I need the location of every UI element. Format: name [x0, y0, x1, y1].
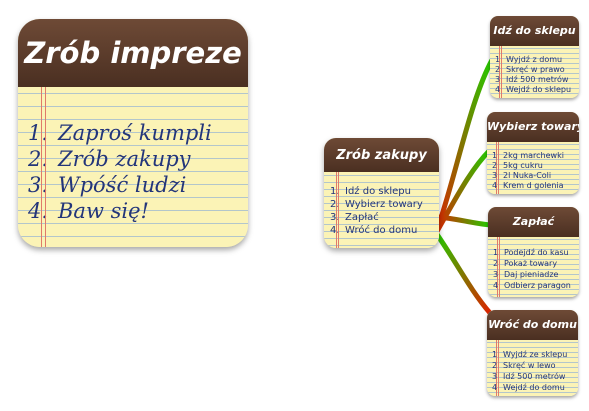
main-task-title: Zrób impreze	[18, 19, 248, 87]
list-item-text: Zaproś kumpli	[58, 121, 212, 145]
list-item: 3.Idź 500 metrów	[492, 372, 566, 381]
list-item: 4.Wejdź do domu	[492, 383, 565, 392]
connector-to-go-to-store	[433, 58, 495, 234]
list-item: 3.Wpóść ludzi	[28, 173, 187, 197]
list-item: 2.Skręć w prawo	[495, 65, 565, 74]
list-item: 4.Baw się!	[28, 199, 149, 223]
list-item: 3.Daj pieniadze	[493, 270, 559, 279]
shopping-task-title: Zrób zakupy	[324, 138, 439, 172]
list-item: 2.Skręć w lewo	[492, 361, 556, 370]
subtask-title: Wybierz towary	[487, 112, 579, 142]
list-item-text: Zapłać	[345, 212, 379, 223]
list-item: 2.Zrób zakupy	[28, 147, 191, 171]
list-item: 2.Pokaż towary	[493, 259, 558, 268]
subtask-title: Zapłać	[488, 207, 579, 237]
connector-to-return-home	[433, 231, 492, 315]
subtask-title: Wróć do domu	[487, 310, 578, 340]
subtask-title: Idź do sklepu	[490, 16, 579, 46]
list-item: 3.Zapłać	[330, 212, 379, 223]
subtask-card-return-home: Wróć do domu 1.Wyjdź ze sklepu 2.Skręć w…	[487, 310, 578, 396]
connector-to-choose-goods	[433, 148, 492, 235]
subtask-card-choose-goods: Wybierz towary 1.2kg marchewki 2.5kg cuk…	[487, 112, 579, 194]
list-item: 2.5kg cukru	[492, 161, 543, 170]
list-item: 1.Podejdź do kasu	[493, 248, 569, 257]
list-item-text: Zrób zakupy	[58, 147, 191, 171]
list-item: 1.Wyjdź z domu	[495, 55, 563, 64]
list-item-text: Wróć do domu	[345, 225, 418, 236]
list-item: 3.Idź 500 metrów	[495, 75, 569, 84]
connector-to-pay	[435, 214, 491, 228]
list-item-text: Wpóść ludzi	[58, 173, 187, 197]
subtask-list: 1.Wyjdź ze sklepu 2.Skręć w lewo 3.Idź 5…	[487, 340, 578, 396]
list-item: 3.2l Nuka-Coli	[492, 171, 552, 180]
list-item: 1.Wyjdź ze sklepu	[492, 350, 568, 359]
list-item: 4.Wróć do domu	[330, 225, 418, 236]
shopping-task-list: 1.Idź do sklepu 2.Wybierz towary 3.Zapła…	[324, 172, 439, 248]
list-item: 4.Wejdź do sklepu	[495, 85, 572, 94]
list-item: 4.Odbierz paragon	[493, 281, 571, 290]
list-item: 2.Wybierz towary	[330, 199, 423, 210]
list-item-text: Baw się!	[58, 199, 149, 223]
subtask-list: 1.2kg marchewki 2.5kg cukru 3.2l Nuka-Co…	[487, 142, 579, 194]
list-item-text: Idź do sklepu	[345, 186, 411, 197]
list-item: 1.Zaproś kumpli	[28, 121, 212, 145]
list-item: 1.Idź do sklepu	[330, 186, 411, 197]
subtask-card-pay: Zapłać 1.Podejdź do kasu 2.Pokaż towary …	[488, 207, 579, 297]
subtask-list: 1.Wyjdź z domu 2.Skręć w prawo 3.Idź 500…	[490, 46, 579, 98]
main-task-card: Zrób impreze 1.Zaproś kumpli 2.Zrób zaku…	[18, 19, 248, 247]
list-item: 4.Krem d golenia	[492, 181, 564, 190]
shopping-task-card: Zrób zakupy 1.Idź do sklepu 2.Wybierz to…	[324, 138, 439, 248]
subtask-list: 1.Podejdź do kasu 2.Pokaż towary 3.Daj p…	[488, 237, 579, 297]
list-item-text: Wybierz towary	[345, 199, 423, 210]
subtask-card-go-to-store: Idź do sklepu 1.Wyjdź z domu 2.Skręć w p…	[490, 16, 579, 98]
list-item: 1.2kg marchewki	[492, 151, 564, 160]
main-task-list: 1.Zaproś kumpli 2.Zrób zakupy 3.Wpóść lu…	[18, 87, 248, 247]
